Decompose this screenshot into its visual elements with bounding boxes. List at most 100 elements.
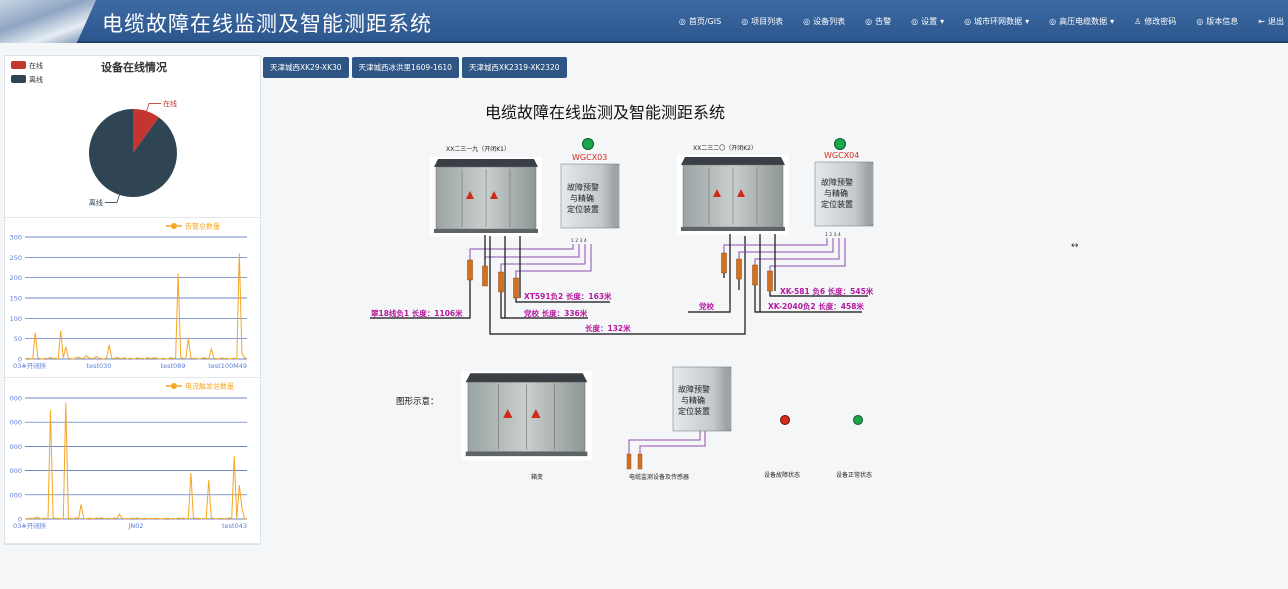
pie-legend-label-1: 离线 (29, 75, 43, 84)
trigger-xtick-2: test043 (222, 522, 247, 530)
pie-slice-label-0: 在线 (163, 99, 177, 108)
nav-item-5[interactable]: ◎城市环网数据▾ (964, 16, 1029, 27)
trigger-ytick-4: 000 (10, 419, 22, 427)
legend-fault-label: 设备故障状态 (764, 471, 800, 479)
station2-status-led (834, 138, 846, 150)
cable-label-xk581: XK-581 负6 长度：545米 (780, 286, 874, 296)
legend-device-text-2: 与精确 (681, 395, 705, 405)
nav-item-label: 城市环网数据 (974, 17, 1023, 26)
cable-label-xk2040: XK-2040负2 长度：458米 (768, 301, 864, 311)
trigger-series-line (24, 402, 248, 520)
pie-legend-label-0: 在线 (29, 61, 43, 70)
station2-ports: 1 2 3 4 (825, 232, 841, 238)
caret-down-icon: ▾ (1025, 17, 1030, 26)
legend-kiosk-label: 箱变 (531, 473, 543, 481)
logout-icon: ⇤ (1258, 17, 1265, 26)
alarm-ytick-2: 100 (10, 315, 22, 323)
pie-leader-1 (104, 194, 120, 203)
nav-item-4[interactable]: ◎设置▾ (911, 16, 944, 27)
cable-label-link: 长度：132米 (585, 323, 631, 333)
alarm-xtick-3: test100M49 (208, 362, 247, 370)
trigger-ytick-2: 000 (10, 467, 22, 475)
nav-item-label: 设置 (921, 17, 938, 26)
caret-down-icon: ▾ (1110, 17, 1115, 26)
bolt-icon: ◎ (1049, 17, 1057, 26)
info-icon: ◎ (1196, 17, 1204, 26)
alarm-ytick-5: 250 (10, 254, 22, 262)
alarm-ytick-1: 50 (14, 335, 22, 343)
line-tabs: 天津城西XK29-XK30 天津城西冰洪里1609-1610 天津城西XK231… (263, 57, 567, 78)
station2-device-text-3: 定位装置 (821, 199, 853, 209)
station2-device-id: WGCX04 (824, 151, 859, 160)
alarm-xtick-0: 03#开闭所 (13, 361, 47, 370)
station2-kiosk (676, 154, 790, 236)
nav-item-label: 设备列表 (813, 17, 846, 26)
station1-kiosk (429, 156, 543, 238)
nav-item-6[interactable]: ◎高压电缆数据▾ (1049, 16, 1114, 27)
alarm-legend-dot (171, 223, 177, 229)
trigger-xtick-0: 03#开闭所 (13, 521, 47, 530)
nav-item-0[interactable]: ◎首页/GIS (679, 16, 721, 27)
nav-item-label: 首页/GIS (688, 17, 722, 26)
pie-slice-1 (89, 109, 177, 197)
nav-item-label: 退出 (1268, 17, 1284, 26)
cable-label-dangxiao-2: 党校 (699, 301, 714, 311)
legend-device-text-1: 故障预警 (678, 384, 710, 394)
nav-item-label: 告警 (875, 17, 892, 26)
nav-item-label: 版本信息 (1206, 17, 1239, 26)
pie-leader-0 (146, 103, 162, 112)
trigger-ytick-1: 000 (10, 491, 22, 499)
user-icon: ♙ (1134, 17, 1142, 26)
legend-normal-led (853, 415, 863, 425)
legend-normal-label: 设备正常状态 (836, 471, 872, 479)
nav-item-label: 修改密码 (1144, 17, 1177, 26)
tab-line-2[interactable]: 天津城西冰洪里1609-1610 (351, 57, 459, 78)
alarm-series-line (24, 253, 248, 360)
trigger-xtick-1: JN02 (127, 522, 143, 530)
legend-title: 图形示意： (396, 396, 439, 407)
alarm-xtick-1: test030 (87, 362, 112, 370)
nav-item-8[interactable]: ◎版本信息 (1196, 16, 1238, 27)
station1-device (560, 163, 620, 229)
tab-line-3[interactable]: 天津城西XK2319-XK2320 (461, 57, 567, 78)
globe-icon: ◎ (678, 17, 686, 26)
top-header: 电缆故障在线监测及智能测距系统 ◎首页/GIS◎项目列表◎设备列表◎告警◎设置▾… (0, 0, 1288, 43)
alarm-ytick-4: 200 (10, 274, 22, 282)
nav-item-9[interactable]: ⇤退出 (1258, 16, 1284, 27)
list-icon: ◎ (803, 17, 811, 26)
station2-device-text-1: 故障预警 (821, 177, 853, 187)
station1-device-text-2: 与精确 (570, 193, 594, 203)
legend-device (672, 366, 732, 432)
legend-device-label: 电缆监测设备及传感器 (629, 473, 689, 481)
alarm-ytick-6: 300 (10, 234, 22, 242)
station2-device (814, 161, 874, 227)
station1-ports: 1 2 3 4 (571, 238, 587, 244)
tab-line-1[interactable]: 天津城西XK29-XK30 (263, 57, 349, 78)
alarm-ytick-3: 150 (10, 295, 22, 303)
nav-item-1[interactable]: ◎项目列表 (741, 16, 783, 27)
cable-label-xt591: XT591负2 长度：163米 (524, 291, 612, 301)
cable-label-cui18: 翠18线负1 长度：1106米 (371, 308, 463, 318)
nav-item-2[interactable]: ◎设备列表 (803, 16, 845, 27)
list-icon: ◎ (741, 17, 749, 26)
pie-legend-swatch-1 (11, 75, 26, 83)
trigger-ytick-5: 000 (10, 395, 22, 403)
station1-device-text-1: 故障预警 (567, 182, 599, 192)
nav-item-label: 项目列表 (751, 17, 784, 26)
network-icon: ◎ (964, 17, 972, 26)
resize-marker: ↔ (1071, 241, 1079, 251)
nav-item-7[interactable]: ♙修改密码 (1134, 16, 1176, 27)
legend-fault-led (780, 415, 790, 425)
alarm-xtick-2: test089 (161, 362, 186, 370)
nav-item-3[interactable]: ◎告警 (865, 16, 891, 27)
pie-slice-label-1: 离线 (89, 198, 103, 207)
train-logo (0, 0, 96, 43)
station1-device-id: WGCX03 (572, 153, 607, 162)
online-status-card: 设备在线情况在线离线在线离线 (5, 56, 260, 218)
